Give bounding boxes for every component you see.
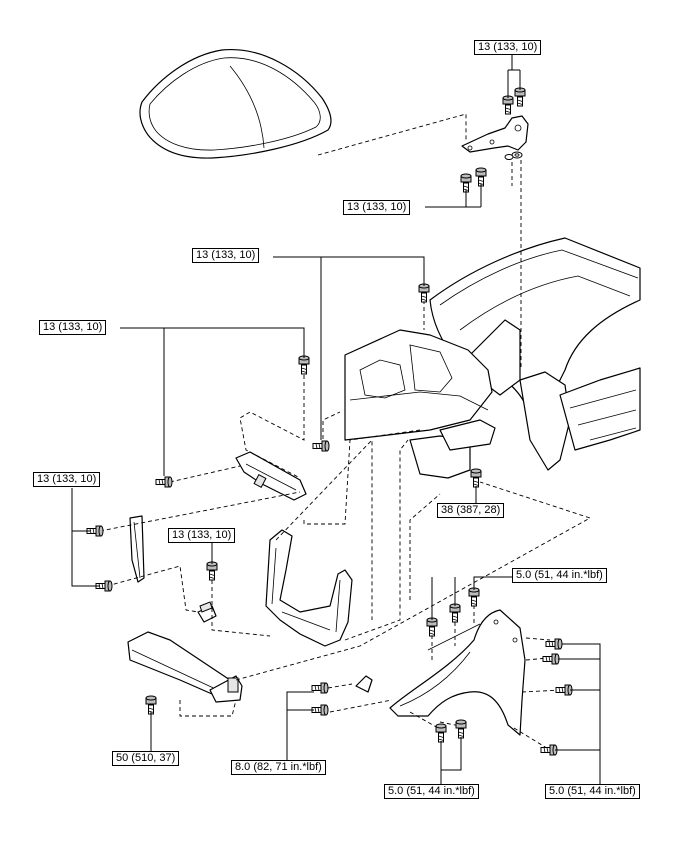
bolt-icon: [540, 744, 558, 756]
fender-bracket: [355, 675, 373, 693]
torque-callout-left-lower: 13 (133, 10): [33, 472, 101, 487]
radiator-support-frame: [265, 529, 353, 647]
side-support-strip: [129, 515, 145, 583]
bolt-icon: [311, 682, 329, 694]
torque-callout-crossmember: 50 (510, 37): [112, 751, 180, 766]
bolt-icon: [455, 719, 467, 739]
torque-callout-fender-bottom: 5.0 (51, 44 in.*lbf): [384, 784, 479, 799]
bolt-icon: [449, 603, 461, 623]
bolt-icon: [470, 468, 482, 488]
bolt-icon: [542, 653, 560, 665]
bolt-icon: [545, 638, 563, 650]
bolt-icon: [514, 87, 526, 107]
bolt-icon: [555, 684, 573, 696]
callout-leader-lines: [71, 55, 601, 784]
torque-callout-fender-top: 5.0 (51, 44 in.*lbf): [512, 568, 607, 583]
front-fender: [389, 609, 526, 736]
hood-panel: [139, 48, 332, 159]
torque-callout-hinge-upper: 13 (133, 10): [474, 40, 542, 55]
bolt-icon: [311, 704, 329, 716]
bolt-icon: [298, 355, 310, 375]
hood-hinge: [461, 115, 529, 153]
torque-callout-left-middle: 13 (133, 10): [39, 320, 107, 335]
washer-icon: [504, 151, 523, 160]
bolt-icon: [460, 173, 472, 193]
torque-callout-hinge-lower: 13 (133, 10): [343, 200, 411, 215]
bolt-icon: [155, 476, 173, 488]
front-crossmember: [127, 631, 243, 703]
bolt-icon: [502, 95, 514, 115]
vehicle-body-shell: [344, 237, 641, 479]
bolt-icon: [426, 617, 438, 637]
torque-callout-upper-center: 13 (133, 10): [192, 248, 260, 263]
bolt-icon: [206, 561, 218, 581]
torque-callout-fender-front: 8.0 (82, 71 in.*lbf): [231, 760, 326, 775]
bolt-icon: [145, 695, 157, 715]
bolt-icon: [312, 440, 330, 452]
assembly-guide-lines: [99, 113, 592, 751]
torque-callout-body-mount: 38 (387, 28): [437, 503, 505, 518]
torque-callout-support-bracket: 13 (133, 10): [168, 528, 236, 543]
support-bracket: [197, 601, 217, 623]
bolt-icon: [475, 167, 487, 187]
bolt-icon: [435, 723, 447, 743]
bolt-icon: [418, 283, 430, 303]
torque-callout-fender-rear: 5.0 (51, 44 in.*lbf): [545, 784, 640, 799]
bolt-icon: [468, 587, 480, 607]
